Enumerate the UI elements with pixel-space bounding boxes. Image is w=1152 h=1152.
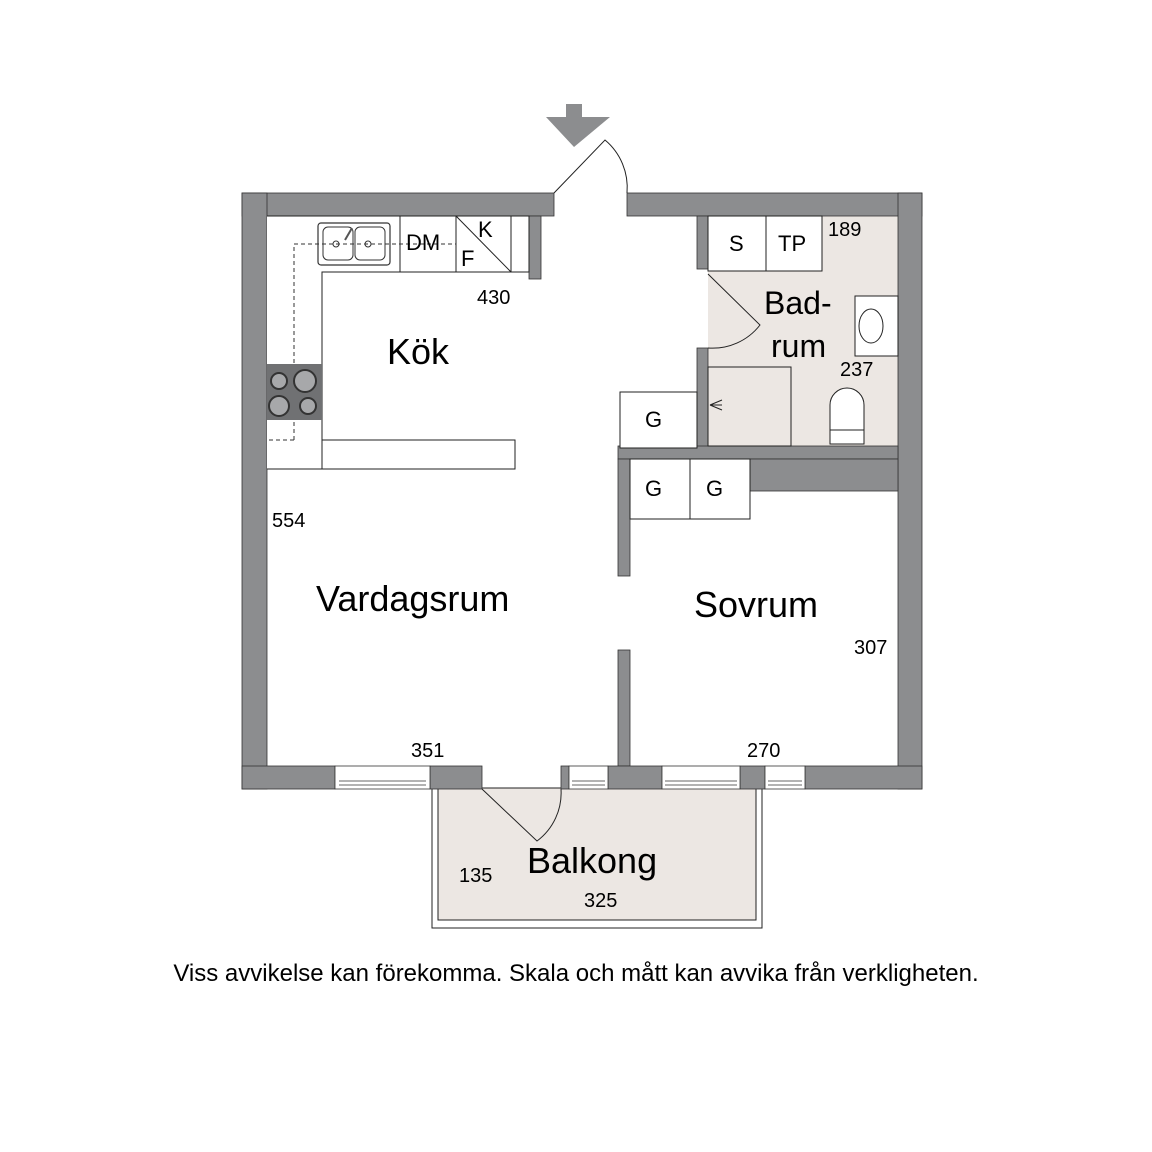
stove-icon (267, 364, 322, 420)
bathroom-door[interactable] (707, 273, 761, 349)
washer-label: S (729, 231, 744, 256)
balcony-floor (437, 787, 757, 921)
dimension-balkong-side: 135 (459, 865, 493, 887)
dryer-box (765, 215, 823, 272)
room-name-badrum-2: rum (771, 328, 827, 364)
dimension-vardagsrum-side: 554 (272, 510, 306, 532)
washer-box (707, 215, 767, 272)
dimension-badrum-depth: 237 (840, 359, 874, 381)
balcony-door[interactable] (481, 788, 562, 842)
room-name-balkong: Balkong (527, 840, 658, 881)
shower-area (707, 366, 792, 447)
dimension-kok: 430 (477, 287, 511, 309)
dimension-badrum-width: 189 (828, 219, 862, 241)
dryer-label: TP (778, 231, 807, 256)
dimension-sovrum-side: 307 (854, 637, 888, 659)
windows (334, 765, 806, 790)
washbasin-icon (854, 295, 899, 357)
dishwasher-label: DM (406, 230, 441, 255)
freezer-label: F (461, 246, 475, 271)
dimension-vardagsrum-bottom: 351 (411, 740, 445, 762)
arrow-down-icon (546, 104, 610, 147)
entrance-door[interactable] (553, 139, 628, 194)
toilet-icon (829, 387, 865, 445)
room-name-badrum-1: Bad- (764, 285, 832, 321)
walls (241, 192, 923, 790)
dimension-sovrum-bottom: 270 (747, 740, 781, 762)
room-name-kok: Kök (387, 331, 450, 372)
wardrobe-label: G (645, 407, 663, 432)
fridge-label: K (478, 217, 493, 242)
wardrobe-label: G (706, 476, 724, 501)
dimension-balkong-bottom: 325 (584, 890, 618, 912)
shower-icon (709, 399, 723, 411)
wardrobe-label: G (645, 476, 663, 501)
room-name-vardagsrum: Vardagsrum (316, 578, 510, 619)
disclaimer-text: Viss avvikelse kan förekomma. Skala och … (173, 960, 979, 987)
room-name-sovrum: Sovrum (694, 584, 819, 625)
wardrobes (619, 391, 751, 520)
